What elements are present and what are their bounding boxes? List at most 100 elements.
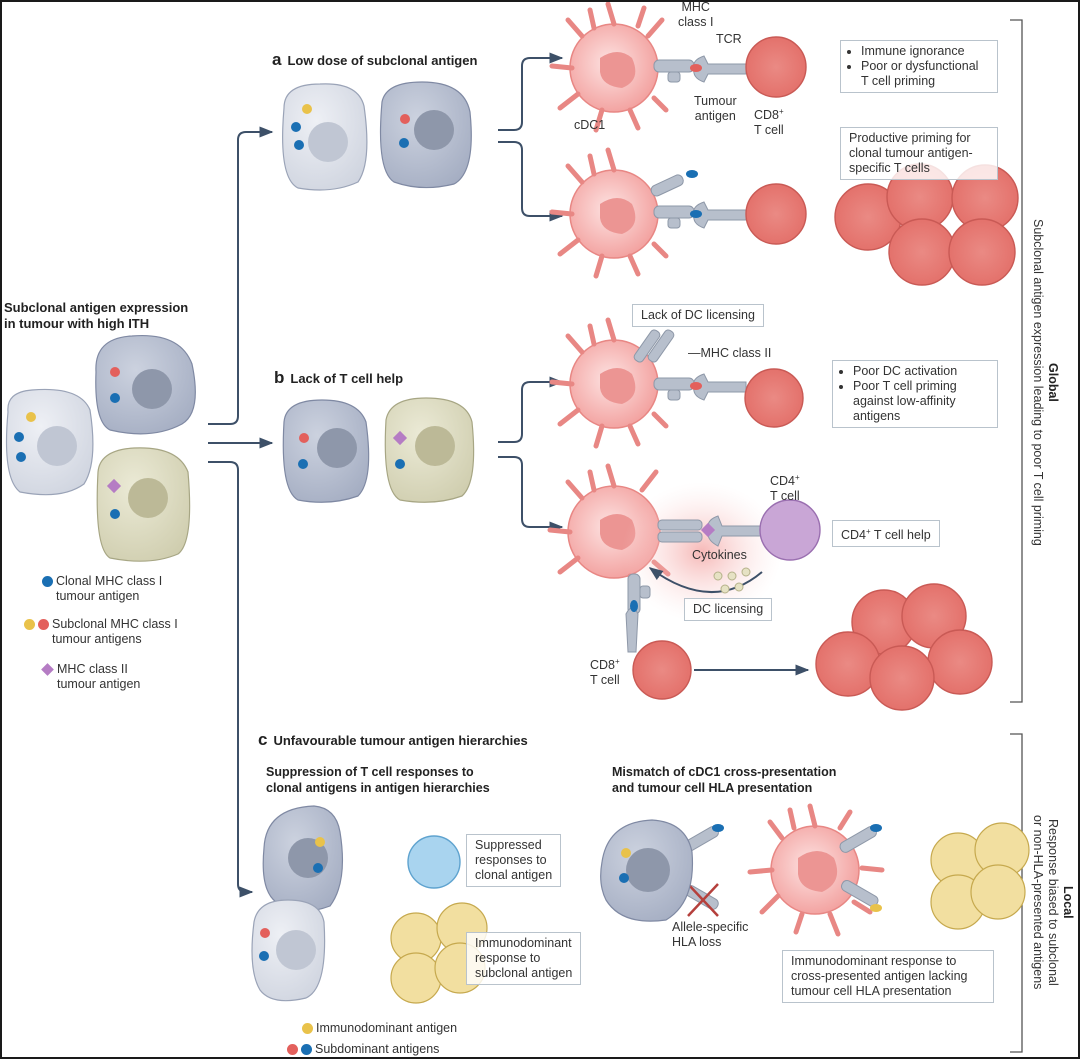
arrow-b-bottom [498, 456, 564, 533]
box-line: subclonal antigen [475, 966, 573, 980]
panel-a-title-text: Low dose of subclonal antigen [287, 53, 478, 68]
cd4-label: CD4+ T cell [770, 470, 800, 504]
lack-licensing-box: Lack of DC licensing [632, 304, 764, 327]
global-text: Subclonal antigen expression leading to … [1031, 218, 1045, 546]
box-line: responses to [475, 853, 547, 867]
legend-subdominant: Subdominant antigens [287, 1042, 439, 1057]
box-line: response to [475, 951, 541, 965]
legend-item-mhc2: MHC class II tumour antigen [40, 662, 140, 692]
label-line: Tumour [694, 94, 737, 108]
box-line: specific T cells [849, 161, 930, 175]
immunodominant-dot-icon [302, 1023, 313, 1034]
hla-loss-label: Allele-specific HLA loss [672, 920, 748, 950]
panel-b-title-text: Lack of T cell help [290, 371, 404, 386]
complex-b-cd8 [625, 573, 651, 653]
legend-label: Subdominant antigens [315, 1042, 440, 1056]
label-line: CD4 [770, 474, 796, 489]
cd8-label-a: CD8+ T cell [754, 104, 784, 138]
legend-label: tumour antigen [57, 677, 141, 691]
panel-a-tumour-cells [282, 81, 472, 191]
suppressed-t-cell [407, 835, 461, 889]
label-line: T cell [590, 673, 620, 688]
box-line: clonal antigen [475, 868, 553, 882]
arrow-a-top [498, 52, 564, 131]
cdc1-a-bottom [549, 147, 669, 279]
outcome-box-a-top: Immune ignorance Poor or dysfunctional T… [840, 40, 998, 93]
global-label: Global Subclonal antigen expression lead… [1030, 202, 1060, 562]
cdc1-c [747, 803, 885, 937]
label-line: MHC [681, 0, 710, 14]
label-line: antigen [694, 109, 736, 123]
arrow-a-bottom [498, 141, 564, 222]
box-line: T cell help [870, 528, 931, 543]
subdominant-blue-dot-icon [301, 1044, 312, 1055]
dc-cells [547, 2, 885, 937]
cd8-a-top [745, 36, 807, 98]
complex-c-dc [839, 824, 882, 912]
subtitle-line: Mismatch of cDC1 cross-presentation [612, 765, 837, 779]
subtitle-line: Suppression of T cell responses to [266, 765, 474, 779]
immunodominant-box: Immunodominant response to subclonal ant… [466, 932, 582, 985]
arrow-b-top [498, 376, 564, 443]
legend-label: tumour antigens [52, 632, 142, 646]
cytokines-label: Cytokines [692, 548, 747, 562]
clonal-antigen-dot-icon [42, 576, 53, 587]
superscript: + [866, 527, 871, 536]
mhc-class-ii-label: —MHC class II [688, 346, 772, 360]
legend-label: Subclonal MHC class I [52, 617, 178, 631]
panel-c-left-subtitle: Suppression of T cell responses to clona… [266, 764, 490, 796]
legend-label: tumour antigen [56, 589, 140, 603]
tumour-antigen-label: Tumour antigen [694, 94, 737, 124]
mhc-tcr-complexes [625, 55, 882, 912]
tumour-cell-dark [95, 334, 196, 435]
box-line: Productive priming for [849, 131, 971, 145]
label-line: Allele-specific [672, 920, 749, 934]
hla-loss-cross-icon [687, 883, 719, 917]
outcome-bullet: Immune ignorance [861, 44, 989, 59]
cd4-t-cell [759, 499, 821, 561]
outcome-bullet: Poor or dysfunctional T cell priming [861, 59, 989, 89]
cd8-b-bottom [632, 640, 692, 700]
label-line: HLA loss [672, 935, 722, 949]
cytokine-dots [713, 567, 751, 594]
label-line: MHC class II [700, 346, 772, 360]
box-line: CD4 [841, 528, 867, 543]
outcome-bullet: Poor T cell priming against low-affinity… [853, 379, 989, 424]
flow-arrows [208, 52, 810, 898]
panel-a-letter: a [272, 50, 282, 69]
complex-b-cd4 [657, 515, 767, 547]
cdc1-a-top [549, 2, 669, 133]
complex-a-top [653, 55, 747, 83]
superscript: + [795, 473, 800, 482]
cytokine-arrow [648, 567, 763, 593]
cross-presentation-box: Immunodominant response to cross-present… [782, 950, 994, 1003]
legend-label: Immunodominant antigen [316, 1021, 458, 1035]
panel-b-tumour-cells [282, 397, 475, 503]
local-label: Local Response biased to subclonal or no… [1030, 802, 1075, 1002]
left-panel-title: Subclonal antigen expression in tumour w… [4, 300, 188, 332]
dc-licensing-box: DC licensing [684, 598, 773, 621]
mhc2-antigen-diamond-icon [41, 663, 54, 676]
subtitle-line: clonal antigens in antigen hierarchies [266, 781, 490, 795]
global-bracket [1010, 19, 1023, 703]
label-line: T cell [754, 123, 784, 138]
box-line: clonal tumour antigen- [849, 146, 973, 160]
label-line: CD8 [590, 658, 616, 673]
cdc1-label: cDC1 [574, 118, 606, 132]
panel-a-title: a Low dose of subclonal antigen [272, 50, 478, 69]
arrow-to-panel-a [208, 126, 274, 425]
label-line: class I [678, 15, 714, 29]
label-line: CD8 [754, 108, 780, 123]
label-line: T cell [770, 489, 800, 504]
box-line: Immunodominant response to [791, 954, 957, 968]
complex-b-top [633, 329, 747, 401]
legend-item-subclonal: Subclonal MHC class I tumour antigens [24, 617, 178, 647]
cd8-label-b: CD8+ T cell [590, 654, 620, 688]
subtitle-line: and tumour cell HLA presentation [612, 781, 813, 795]
box-line: tumour cell HLA presentation [791, 984, 952, 998]
left-title-line1: Subclonal antigen expression [4, 300, 189, 315]
legend-label: Clonal MHC class I [56, 574, 163, 588]
outcome-box-a-bottom: Productive priming for clonal tumour ant… [840, 127, 998, 180]
subclonal-yellow-dot-icon [24, 619, 35, 630]
suppressed-box: Suppressed responses to clonal antigen [466, 834, 562, 887]
